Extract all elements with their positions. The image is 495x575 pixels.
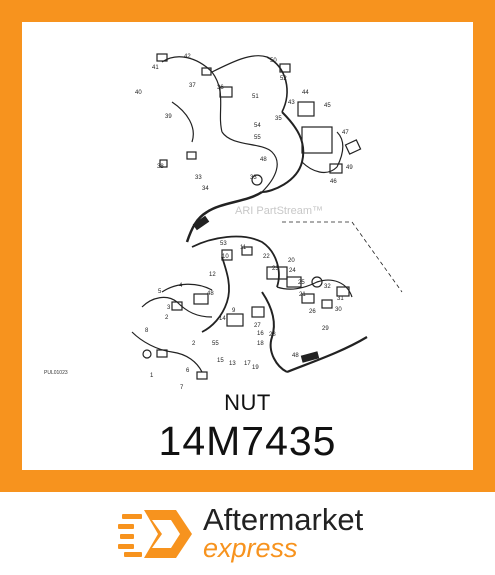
svg-text:46: 46: [330, 179, 337, 185]
svg-text:36: 36: [217, 85, 224, 91]
svg-text:21: 21: [299, 292, 306, 298]
svg-text:11: 11: [240, 245, 247, 251]
svg-text:5: 5: [158, 289, 162, 295]
svg-text:50: 50: [270, 58, 277, 64]
svg-text:32: 32: [324, 284, 331, 290]
svg-text:49: 49: [346, 165, 353, 171]
svg-text:20: 20: [288, 258, 295, 264]
svg-text:42: 42: [184, 54, 191, 60]
svg-text:19: 19: [252, 365, 259, 371]
svg-text:37: 37: [189, 83, 196, 89]
brand-footer: [0, 492, 495, 575]
svg-text:33: 33: [195, 175, 202, 181]
svg-text:4: 4: [179, 283, 183, 289]
svg-text:28: 28: [269, 332, 276, 338]
svg-text:26: 26: [309, 309, 316, 315]
part-number: 14M7435: [158, 418, 337, 464]
svg-text:2: 2: [192, 341, 196, 347]
svg-text:41: 41: [152, 65, 159, 71]
svg-text:48: 48: [260, 157, 267, 163]
svg-text:27: 27: [254, 323, 261, 329]
svg-text:29: 29: [322, 326, 329, 332]
svg-text:12: 12: [209, 272, 216, 278]
svg-text:48: 48: [207, 291, 214, 297]
svg-text:51: 51: [252, 94, 259, 100]
svg-text:43: 43: [288, 100, 295, 106]
brand-name-line1: Aftermarket: [203, 502, 364, 537]
svg-text:18: 18: [257, 341, 264, 347]
svg-text:48: 48: [292, 353, 299, 359]
diagram-watermark: ARI PartStream™: [235, 205, 324, 217]
svg-text:8: 8: [145, 328, 149, 334]
hexagon-speed-lines-icon: [118, 508, 193, 560]
svg-text:44: 44: [302, 90, 309, 96]
svg-text:31: 31: [337, 296, 344, 302]
svg-text:22: 22: [263, 254, 270, 260]
svg-text:54: 54: [254, 123, 261, 129]
svg-text:53: 53: [220, 241, 227, 247]
svg-text:25: 25: [298, 280, 305, 286]
svg-text:40: 40: [135, 90, 142, 96]
svg-text:35: 35: [275, 116, 282, 122]
svg-text:7: 7: [180, 385, 184, 391]
svg-text:47: 47: [342, 130, 349, 136]
svg-text:23: 23: [272, 266, 279, 272]
svg-text:16: 16: [257, 331, 264, 337]
svg-text:55: 55: [212, 341, 219, 347]
svg-text:33: 33: [250, 175, 257, 181]
svg-text:13: 13: [229, 361, 236, 367]
svg-text:38: 38: [157, 164, 164, 170]
svg-text:45: 45: [324, 103, 331, 109]
svg-text:34: 34: [202, 186, 209, 192]
svg-text:14: 14: [219, 316, 226, 322]
svg-text:10: 10: [222, 254, 229, 260]
svg-text:17: 17: [244, 361, 251, 367]
svg-text:9: 9: [232, 308, 236, 314]
svg-text:2: 2: [165, 315, 169, 321]
svg-text:30: 30: [335, 307, 342, 313]
svg-text:39: 39: [165, 114, 172, 120]
diagram-reference-id: PUL01023: [44, 370, 68, 376]
svg-text:1: 1: [150, 373, 154, 379]
part-name: NUT: [224, 390, 271, 415]
brand-name-line2: express: [203, 533, 298, 563]
svg-text:52: 52: [280, 76, 287, 82]
svg-text:15: 15: [217, 358, 224, 364]
svg-text:24: 24: [289, 268, 296, 274]
svg-text:3: 3: [167, 305, 171, 311]
svg-text:6: 6: [186, 368, 190, 374]
svg-text:55: 55: [254, 135, 261, 141]
